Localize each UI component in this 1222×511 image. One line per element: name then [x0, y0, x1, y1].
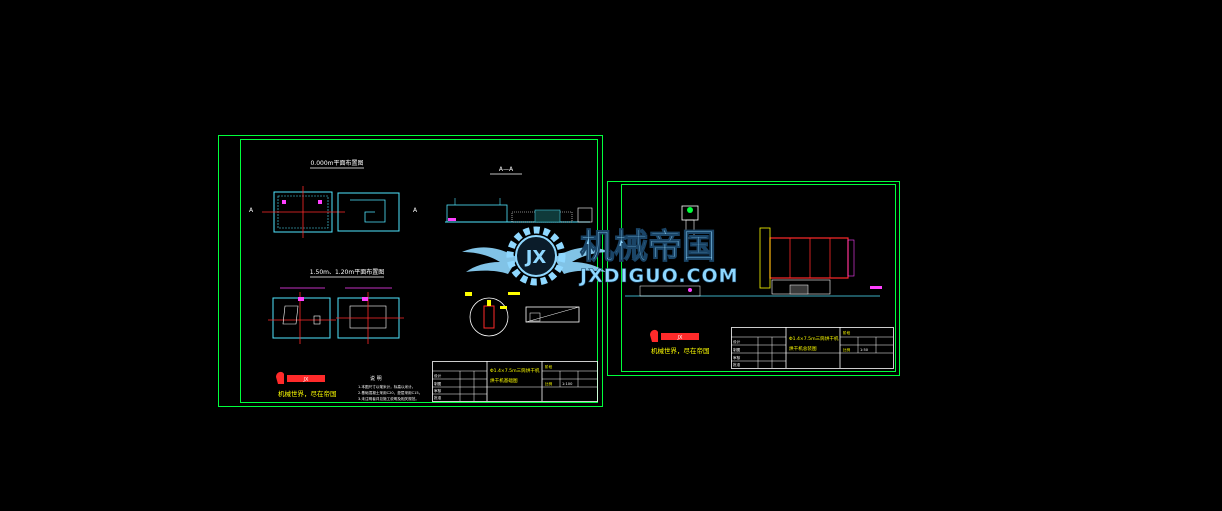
- plan-upper-right: [337, 192, 400, 232]
- title2-drawing-name: 烘干机总装图: [789, 345, 817, 352]
- notes-heading: 说 明: [370, 375, 382, 382]
- section-aa-view: [445, 198, 593, 223]
- wing-left-icon: [462, 247, 518, 274]
- title-scale-value: 1:100: [562, 382, 573, 386]
- title-block-1: 设计 制图 审核 批准 Φ1.4×7.5m三筒烘干机 烘干机基础图 阶段 比例 …: [432, 361, 598, 402]
- title-drawing-name: 烘干机基础图: [490, 377, 518, 384]
- site-watermark: JX 机械帝国 JXDIGUO.COM: [462, 226, 739, 287]
- drawing-sheet-2: JX 机械世界，尽在帝国 设计 制图 审核 批准 Φ1.4×7.5m三筒烘干机: [607, 181, 900, 376]
- svg-text:JX: JX: [303, 377, 309, 383]
- watermark-chinese: 机械帝国: [580, 227, 716, 267]
- plan-title-upper: 0.000m平面布置图: [310, 159, 363, 167]
- watermark-emblem: JX: [524, 247, 547, 268]
- logo-slogan-2: 机械世界，尽在帝国: [651, 346, 710, 355]
- title2-row-2: 制图: [733, 347, 741, 352]
- section-title: A—A: [499, 166, 514, 173]
- title-project-name: Φ1.4×7.5m三筒烘干机: [490, 367, 540, 374]
- gear-icon: [506, 226, 566, 286]
- plan-lower-right: [336, 287, 404, 344]
- title2-project-name: Φ1.4×7.5m三筒烘干机: [789, 335, 839, 342]
- title-row-2: 制图: [434, 381, 442, 386]
- title-row-1: 设计: [434, 373, 442, 378]
- title-block-2: 设计 制图 审核 批准 Φ1.4×7.5m三筒烘干机 烘干机总装图 阶段 比例 …: [731, 327, 894, 369]
- title2-scale-label: 比例: [843, 347, 851, 352]
- title2-stage-label: 阶段: [843, 330, 851, 335]
- section-mark-a-right: A: [413, 207, 418, 214]
- title2-scale-value: 1:50: [860, 348, 869, 352]
- company-logo-2: JX: [650, 329, 699, 342]
- sheet2-inner-frame: [621, 184, 896, 372]
- detail-node: [465, 292, 509, 337]
- title2-row-3: 审核: [733, 355, 741, 360]
- title2-row-1: 设计: [733, 339, 741, 344]
- note-line-1: 1.本图尺寸以毫米计，标高以米计。: [358, 384, 415, 389]
- dryer-elevation: [625, 205, 882, 297]
- logo-slogan-1: 机械世界，尽在帝国: [278, 389, 337, 398]
- title-scale-label: 比例: [545, 381, 553, 386]
- drawing-sheet-1: 0.000m平面布置图 A A A—A: [218, 135, 603, 407]
- note-line-3: 3.未注明者详见施工说明及相关规范。: [358, 396, 419, 401]
- company-logo-1: JX: [276, 371, 325, 384]
- plan-title-lower: 1.50m、1.20m平面布置图: [310, 268, 384, 276]
- wing-right-icon: [554, 247, 610, 274]
- watermark-latin: JXDIGUO.COM: [578, 265, 739, 287]
- plan-lower-left: [268, 287, 336, 344]
- section-mark-a-left: A: [249, 207, 254, 214]
- title-stage-label: 阶段: [545, 364, 553, 369]
- detail-section: [508, 292, 580, 323]
- sheet2-outer-frame: [607, 181, 900, 376]
- title2-row-4: 批准: [733, 362, 741, 367]
- svg-text:JX: JX: [677, 335, 683, 341]
- title-row-4: 批准: [434, 395, 442, 400]
- plan-upper-left: [262, 186, 345, 238]
- note-line-2: 2.基础混凝土采用C20，垫层采用C15。: [358, 390, 422, 395]
- title-row-3: 审核: [434, 388, 442, 393]
